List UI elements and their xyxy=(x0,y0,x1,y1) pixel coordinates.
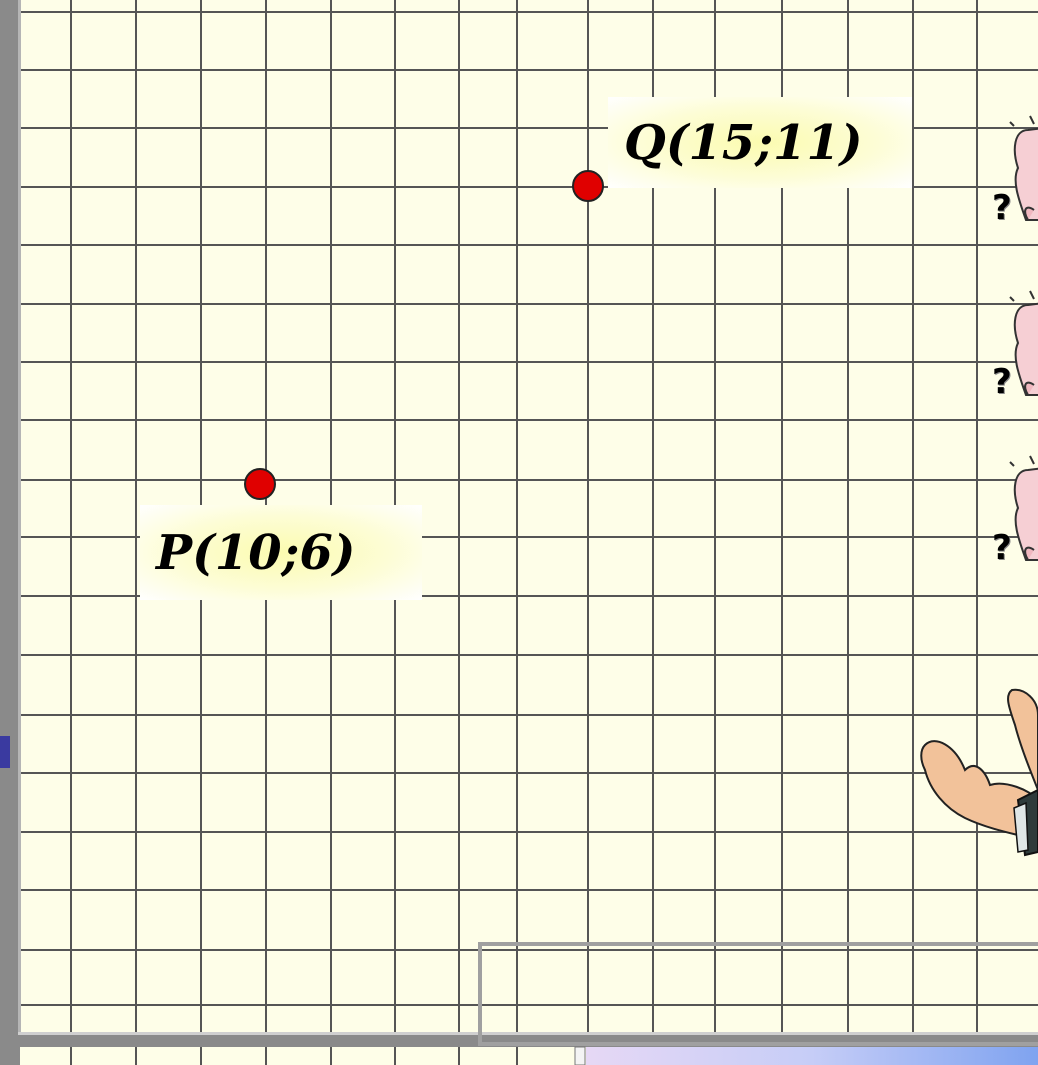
left-frame-tab xyxy=(0,736,10,768)
clapping-hands-icon xyxy=(920,688,1038,857)
question-mark: ? xyxy=(992,362,1012,402)
question-mark: ? xyxy=(992,528,1012,568)
point-q-label: Q(15;11) xyxy=(608,97,912,188)
bottom-bar xyxy=(586,1047,1038,1065)
left-frame xyxy=(0,0,20,1065)
lower-box-frame xyxy=(478,942,1038,1046)
point-p-marker[interactable] xyxy=(244,468,276,500)
point-p-label: P(10;6) xyxy=(140,505,422,600)
thinking-figure-icon xyxy=(1009,115,1038,221)
point-q-marker[interactable] xyxy=(572,170,604,202)
thinking-figure-icon xyxy=(1009,290,1038,396)
thinking-figure-icon xyxy=(1009,455,1038,561)
question-mark: ? xyxy=(992,188,1012,228)
